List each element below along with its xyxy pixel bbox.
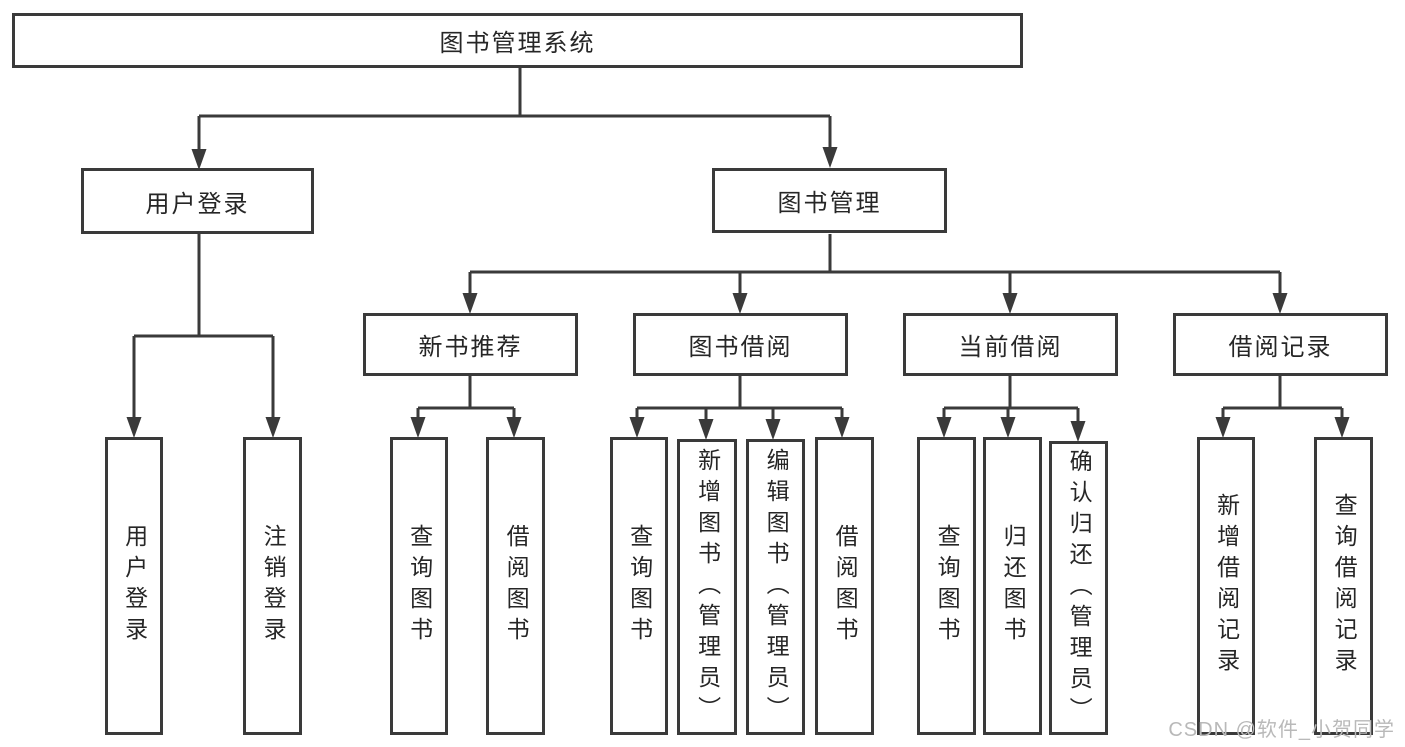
leaf-label: 用户登录 (121, 524, 148, 648)
leaf-query-borrow-record: 查询借阅记录 (1314, 437, 1373, 735)
leaf-confirm-return-admin: 确认归还（管理员） (1049, 441, 1108, 735)
leaf-label: 归还图书 (1000, 524, 1027, 648)
node-label: 图书管理 (777, 190, 882, 217)
leaf-label: 编辑图书（管理员） (763, 447, 790, 727)
node-library-system: 图书管理系统 (12, 13, 1023, 68)
leaf-label: 新增图书（管理员） (694, 447, 721, 727)
node-label: 当前借阅 (958, 334, 1063, 361)
leaf-query-books-current: 查询图书 (917, 437, 976, 735)
node-label: 用户登录 (145, 190, 250, 218)
node-label: 图书管理系统 (439, 30, 596, 57)
leaf-label: 注销登录 (260, 524, 287, 648)
node-book-borrowing: 图书借阅 (633, 313, 848, 376)
leaf-query-books-borrowing: 查询图书 (610, 437, 668, 735)
node-borrowing-records: 借阅记录 (1173, 313, 1388, 376)
node-book-management: 图书管理 (712, 168, 947, 233)
leaf-add-borrow-record: 新增借阅记录 (1197, 437, 1255, 735)
node-new-book-recommendation: 新书推荐 (363, 313, 578, 376)
leaf-logout: 注销登录 (243, 437, 302, 735)
leaf-label: 确认归还（管理员） (1066, 448, 1093, 728)
node-label: 新书推荐 (418, 334, 523, 361)
leaf-borrow-books-borrowing: 借阅图书 (815, 437, 874, 735)
leaf-edit-books-admin: 编辑图书（管理员） (746, 439, 805, 735)
leaf-label: 查询图书 (626, 524, 653, 648)
node-current-borrowing: 当前借阅 (903, 313, 1118, 376)
node-user-login: 用户登录 (81, 168, 314, 234)
leaf-label: 借阅图书 (832, 524, 859, 648)
leaf-borrow-books-newbooks: 借阅图书 (486, 437, 545, 735)
leaf-label: 新增借阅记录 (1213, 493, 1240, 679)
leaf-query-books-newbooks: 查询图书 (390, 437, 448, 735)
leaf-label: 借阅图书 (503, 524, 530, 648)
node-label: 图书借阅 (688, 334, 793, 361)
watermark-text: CSDN @软件_小贺同学 (1168, 719, 1395, 741)
leaf-return-books: 归还图书 (983, 437, 1042, 735)
leaf-user-login: 用户登录 (105, 437, 163, 735)
node-label: 借阅记录 (1228, 334, 1333, 361)
leaf-label: 查询图书 (406, 524, 433, 648)
leaf-label: 查询借阅记录 (1331, 493, 1358, 679)
leaf-add-books-admin: 新增图书（管理员） (677, 439, 737, 735)
leaf-label: 查询图书 (934, 524, 961, 648)
